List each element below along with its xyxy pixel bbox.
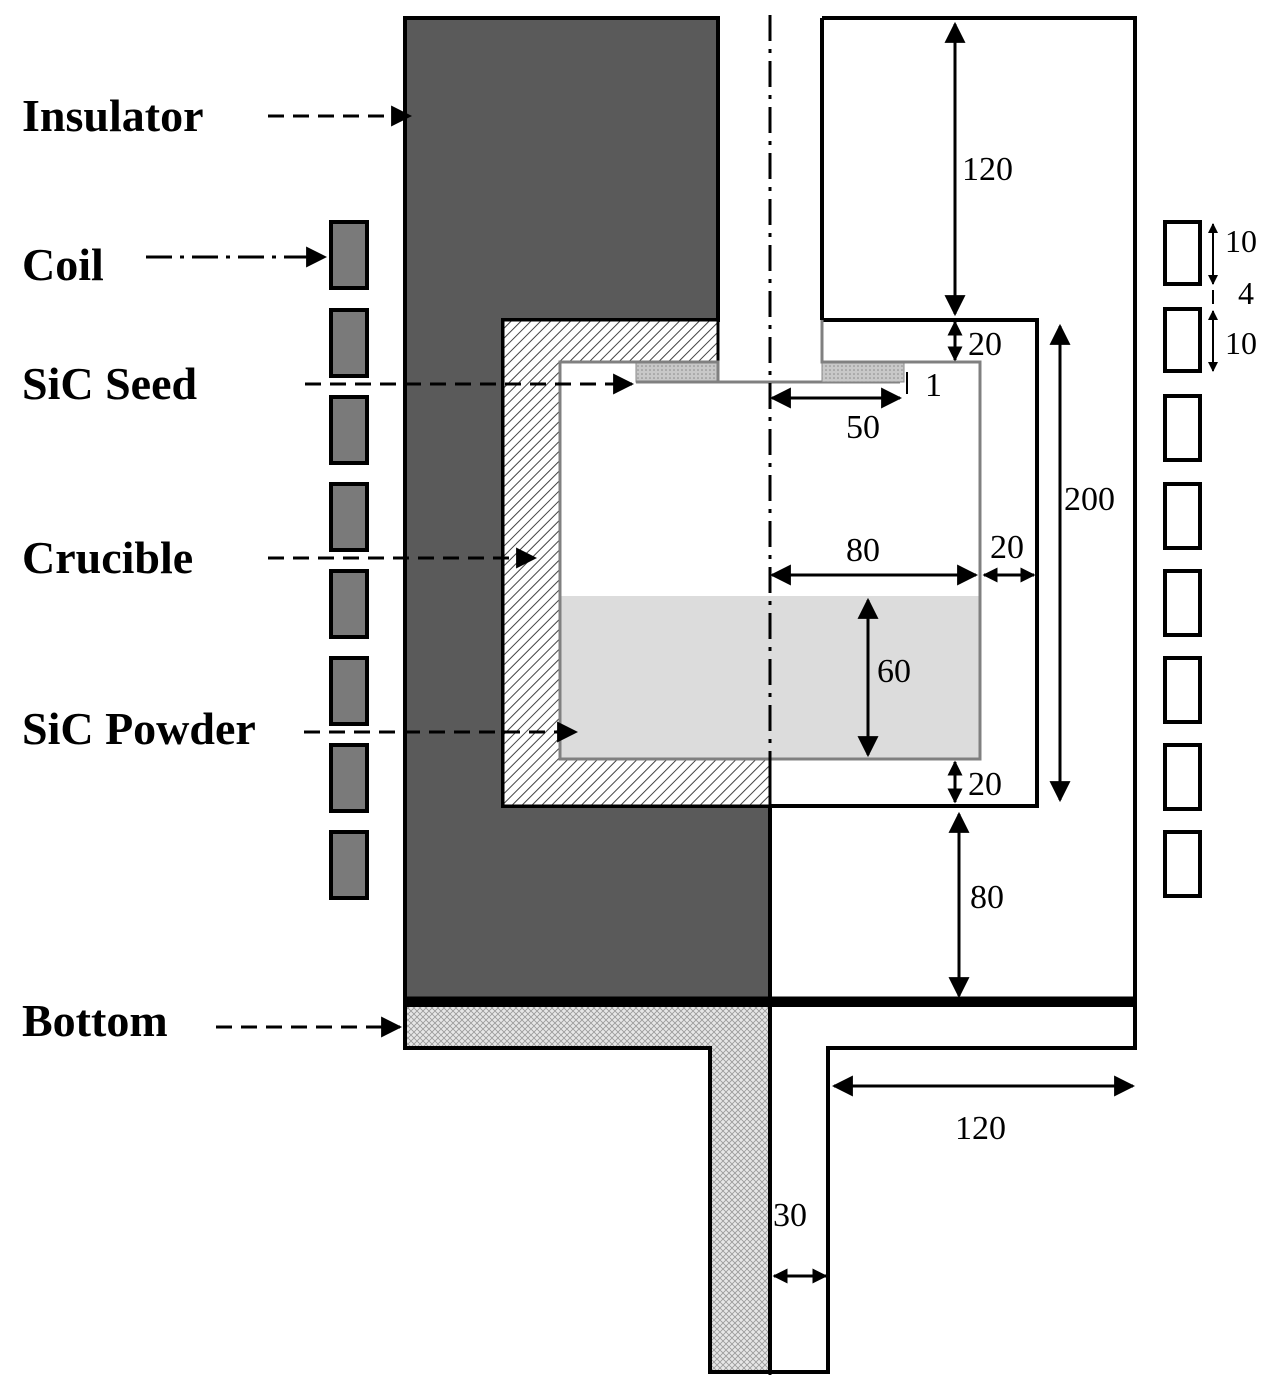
dim-bottom-insulator-height: 80 — [970, 879, 1004, 916]
coil-dimension-arrows — [906, 223, 1218, 394]
dim-top-insulator-height: 120 — [962, 151, 1013, 188]
bottom-outline-right — [770, 1003, 1137, 1374]
dim-crucible-side-wall: 20 — [990, 529, 1024, 566]
dim-seed-thickness: 1 — [925, 367, 942, 404]
coil-left — [329, 220, 369, 900]
dim-crucible-inner-radius: 80 — [846, 532, 880, 569]
dim-coil-height-second: 10 — [1225, 325, 1257, 361]
label-sic-powder: SiC Powder — [22, 703, 256, 754]
crucible-inner-outline-right — [770, 320, 982, 761]
sic-powder-right — [770, 596, 980, 759]
dim-seed-radius: 50 — [846, 409, 880, 446]
sic-seed-right — [821, 361, 905, 383]
label-bottom: Bottom — [22, 995, 168, 1046]
crucible-outline-right — [770, 318, 1039, 808]
coil-right — [1163, 220, 1202, 898]
bottom-region — [403, 1003, 772, 1374]
dim-bottom-plate-width: 120 — [955, 1110, 1006, 1147]
label-crucible: Crucible — [22, 532, 193, 583]
label-coil: Coil — [22, 239, 104, 290]
dimension-arrows — [769, 21, 1136, 1284]
sic-powder-left — [560, 596, 770, 759]
label-sic-seed: SiC Seed — [22, 358, 198, 409]
dim-crucible-bottom-wall: 20 — [968, 766, 1002, 803]
insulator-region — [403, 16, 772, 1002]
label-insulator: Insulator — [22, 90, 203, 141]
dim-crucible-height: 200 — [1064, 481, 1115, 518]
dim-crucible-top-wall: 20 — [968, 326, 1002, 363]
dim-stem-width: 30 — [773, 1197, 807, 1234]
dim-coil-gap: 4 — [1238, 275, 1254, 311]
dim-powder-height: 60 — [877, 653, 911, 690]
sic-seed-left — [635, 361, 719, 383]
dim-coil-height-top: 10 — [1225, 223, 1257, 259]
